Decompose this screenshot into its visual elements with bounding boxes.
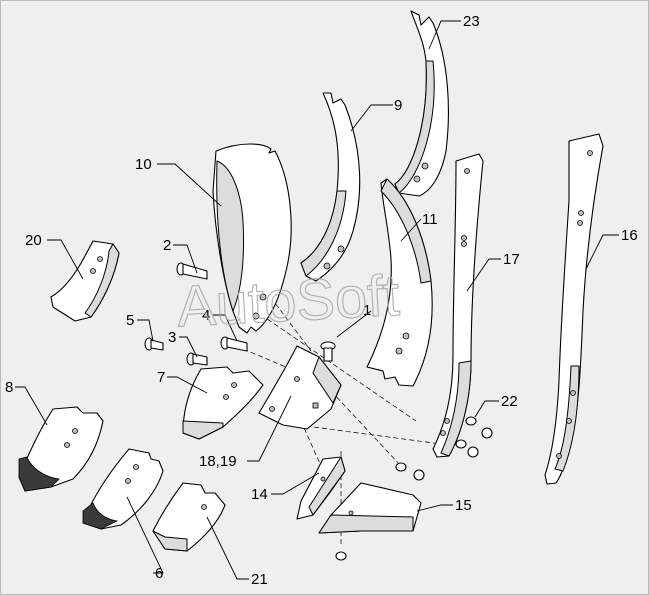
bolts [144,262,336,366]
callout-21: 21 [251,571,268,588]
callout-17: 17 [503,251,520,268]
callout-3: 3 [168,329,176,346]
part-17-landside [432,153,484,458]
callout-22: 22 [501,393,518,410]
bolt-4 [220,336,248,352]
callout-16: 16 [621,227,638,244]
part-10-mouldboard [212,143,292,334]
part-23-shin [394,10,449,197]
callout-18-19: 18,19 [199,453,237,470]
callout-11: 11 [422,211,438,228]
part-15-share [318,482,422,534]
callout-9: 9 [394,97,402,114]
part-11-breast [366,178,433,387]
bolt-1 [320,341,336,362]
part-20-wear-plate [50,240,120,322]
callout-4: 4 [202,307,210,324]
part-21-point [152,482,226,552]
part-6-point [82,448,164,530]
bolt-2 [176,262,208,280]
callout-8: 8 [5,379,13,396]
part-18-19-frog [258,345,342,430]
part-7-point [182,366,264,440]
callout-5: 5 [126,312,134,329]
callout-10: 10 [135,156,152,173]
callout-7: 7 [157,369,165,386]
part-16-beam [544,133,604,485]
part-9-shin [300,92,361,282]
callout-1: 1 [363,302,371,319]
callout-23: 23 [463,13,480,30]
callout-20: 20 [25,232,42,249]
callout-labels: 23 9 10 11 16 17 2 20 5 4 1 3 7 8 22 18,… [5,13,638,588]
callout-6: 6 [155,565,163,582]
watermark-text: AutoSoft [175,263,401,340]
callout-15: 15 [455,497,472,514]
part-22-nuts-washers [335,416,493,561]
part-14-bracket [296,456,346,520]
callout-14: 14 [251,486,268,503]
callout-2: 2 [163,237,171,254]
bolt-5 [144,337,164,351]
bolt-3 [186,352,208,366]
leader-lines [15,20,619,580]
part-8-point [18,406,104,492]
